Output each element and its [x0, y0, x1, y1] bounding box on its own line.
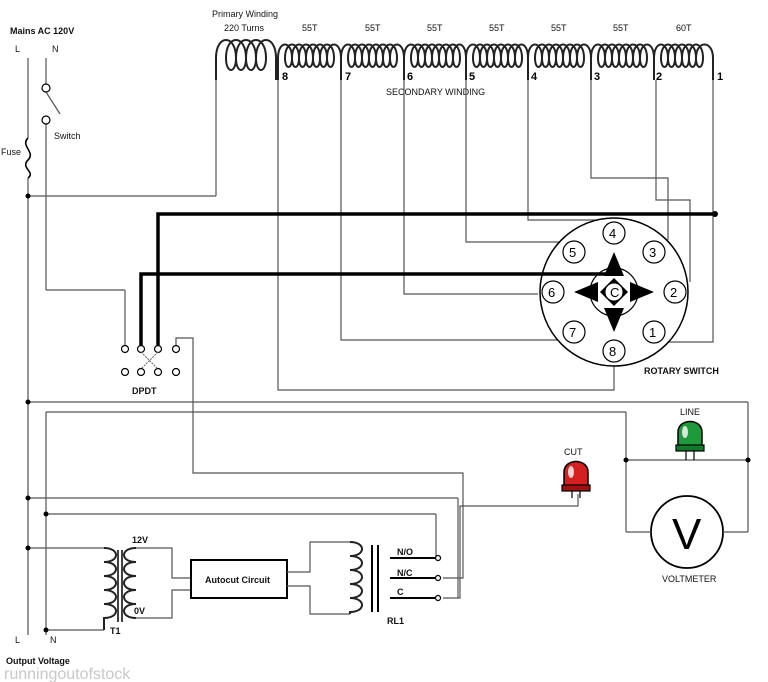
- transformer-t1: [103, 547, 190, 630]
- rotary-switch-label: ROTARY SWITCH: [644, 366, 719, 376]
- dpdt-label: DPDT: [132, 386, 157, 396]
- line-led-label: LINE: [680, 407, 700, 417]
- rotary-position-label: 3: [649, 245, 656, 260]
- rotary-center-label: C: [610, 285, 619, 300]
- voltmeter: [626, 495, 748, 569]
- dpdt-switch[interactable]: [120, 344, 181, 377]
- tap-number: 4: [531, 71, 538, 83]
- autocut-label: Autocut Circuit: [205, 575, 270, 585]
- tap-number: 6: [407, 71, 413, 83]
- relay-c-label: C: [397, 587, 404, 597]
- relay-rl1: [349, 498, 459, 614]
- turns-label: 55T: [302, 23, 318, 33]
- fuse-label: Fuse: [1, 147, 21, 157]
- output-l-label: L: [15, 635, 20, 645]
- mains-l-label: L: [15, 44, 20, 54]
- fuse: [24, 137, 32, 179]
- watermark: runningoutofstock: [4, 666, 131, 682]
- secondary-label: SECONDARY WINDING: [386, 87, 485, 97]
- secondary-coil: [277, 43, 714, 80]
- tap-number: 2: [656, 71, 662, 83]
- mains-n-label: N: [52, 44, 59, 54]
- turns-label: 55T: [365, 23, 381, 33]
- rotary-position-label: 8: [609, 344, 616, 359]
- turns-label: 55T: [427, 23, 443, 33]
- autocut-circuit: [190, 541, 350, 615]
- switch-label: Switch: [54, 131, 81, 141]
- voltmeter-label: VOLTMETER: [662, 574, 717, 584]
- main-rails: [27, 58, 126, 635]
- cut-led-label: CUT: [564, 447, 583, 457]
- mains-switch: [41, 83, 61, 125]
- line-led: [675, 420, 705, 460]
- thick-wires: [139, 211, 718, 345]
- primary-label: Primary Winding: [212, 9, 278, 19]
- turns-label: 60T: [676, 23, 692, 33]
- t1-0v-label: 0V: [134, 606, 145, 616]
- relay-nc-label: N/C: [397, 568, 413, 578]
- turns-label: 55T: [551, 23, 567, 33]
- tap-number: 5: [469, 71, 475, 83]
- voltmeter-symbol: V: [672, 510, 702, 559]
- relay-no-label: N/O: [397, 547, 413, 557]
- t1-12v-label: 12V: [132, 535, 148, 545]
- turns-labels: 55T 55T 55T 55T 55T 55T 60T: [302, 23, 692, 33]
- rotary-position-label: 7: [569, 325, 576, 340]
- tap-number: 7: [345, 71, 351, 83]
- output-title: Output Voltage: [6, 656, 70, 666]
- output-wiring: [25, 399, 751, 635]
- primary-coil: [215, 39, 277, 80]
- output-n-label: N: [50, 635, 57, 645]
- rotary-positions: 1 2 3 4 5 6 7 8: [541, 221, 687, 363]
- rotary-position-label: 1: [649, 325, 656, 340]
- tap-number: 1: [717, 71, 723, 83]
- rotary-position-label: 5: [569, 245, 576, 260]
- rotary-position-label: 6: [548, 285, 555, 300]
- primary-turns-label: 220 Turns: [224, 23, 265, 33]
- t1-label: T1: [110, 626, 121, 636]
- tap-number: 8: [282, 71, 288, 83]
- turns-label: 55T: [613, 23, 629, 33]
- rotary-position-label: 2: [670, 285, 677, 300]
- rotary-position-label: 4: [609, 226, 616, 241]
- tap-number: 3: [594, 71, 600, 83]
- mains-title: Mains AC 120V: [10, 26, 74, 36]
- turns-label: 55T: [489, 23, 505, 33]
- tap-numbers: 8 7 6 5 4 3 2 1: [282, 71, 723, 83]
- cut-led: [561, 460, 591, 498]
- relay-label: RL1: [387, 616, 404, 626]
